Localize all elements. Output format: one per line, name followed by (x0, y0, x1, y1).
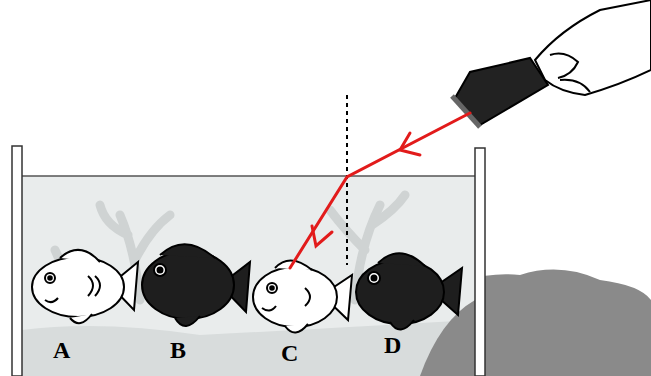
light-ray (290, 113, 470, 268)
fish-label: D (384, 333, 401, 357)
fish-label: C (281, 341, 298, 365)
flashlight (452, 0, 651, 127)
sand (22, 320, 475, 376)
water-surface (22, 175, 475, 177)
tank-wall (12, 146, 22, 376)
tank-wall (475, 148, 485, 376)
fish-label: B (170, 338, 186, 362)
water (22, 176, 475, 376)
fish (253, 260, 352, 332)
fish (32, 250, 138, 323)
fish-label: A (53, 338, 70, 362)
fish (142, 244, 250, 326)
fish (356, 253, 462, 329)
